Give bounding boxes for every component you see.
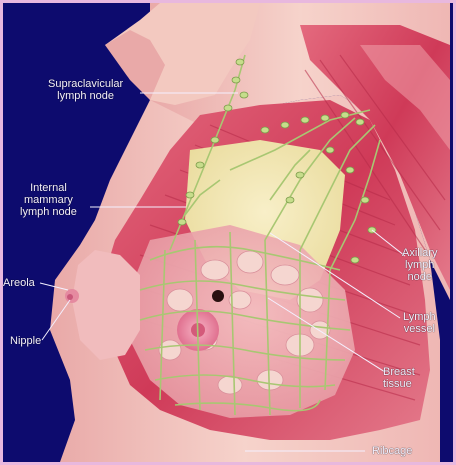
label-breast-tissue: Breast tissue	[383, 366, 415, 390]
label-nipple: Nipple	[10, 335, 41, 347]
label-supraclavicular: Supraclavicular lymph node	[48, 78, 123, 102]
label-supraclavicular-line1: Supraclavicular	[48, 78, 123, 90]
label-axillary: Axillary lymph node	[402, 247, 437, 283]
label-internal-mammary-line3: lymph node	[20, 206, 77, 218]
label-breast-tissue-line2: tissue	[383, 378, 415, 390]
label-breast-tissue-line1: Breast	[383, 366, 415, 378]
label-axillary-line1: Axillary	[402, 247, 437, 259]
label-axillary-line2: lymph	[402, 259, 437, 271]
label-lymph-vessel: Lymph vessel	[403, 311, 436, 335]
label-internal-mammary-line1: Internal	[20, 182, 77, 194]
label-internal-mammary: Internal mammary lymph node	[20, 182, 77, 218]
tumor-dot	[212, 290, 224, 302]
nipple-side	[67, 294, 73, 300]
label-lymph-vessel-line1: Lymph	[403, 311, 436, 323]
label-internal-mammary-line2: mammary	[20, 194, 77, 206]
label-axillary-line3: node	[402, 271, 437, 283]
label-ribcage: Ribcage	[372, 445, 412, 457]
label-supraclavicular-line2: lymph node	[48, 90, 123, 102]
label-areola: Areola	[3, 277, 35, 289]
label-lymph-vessel-line2: vessel	[403, 323, 436, 335]
